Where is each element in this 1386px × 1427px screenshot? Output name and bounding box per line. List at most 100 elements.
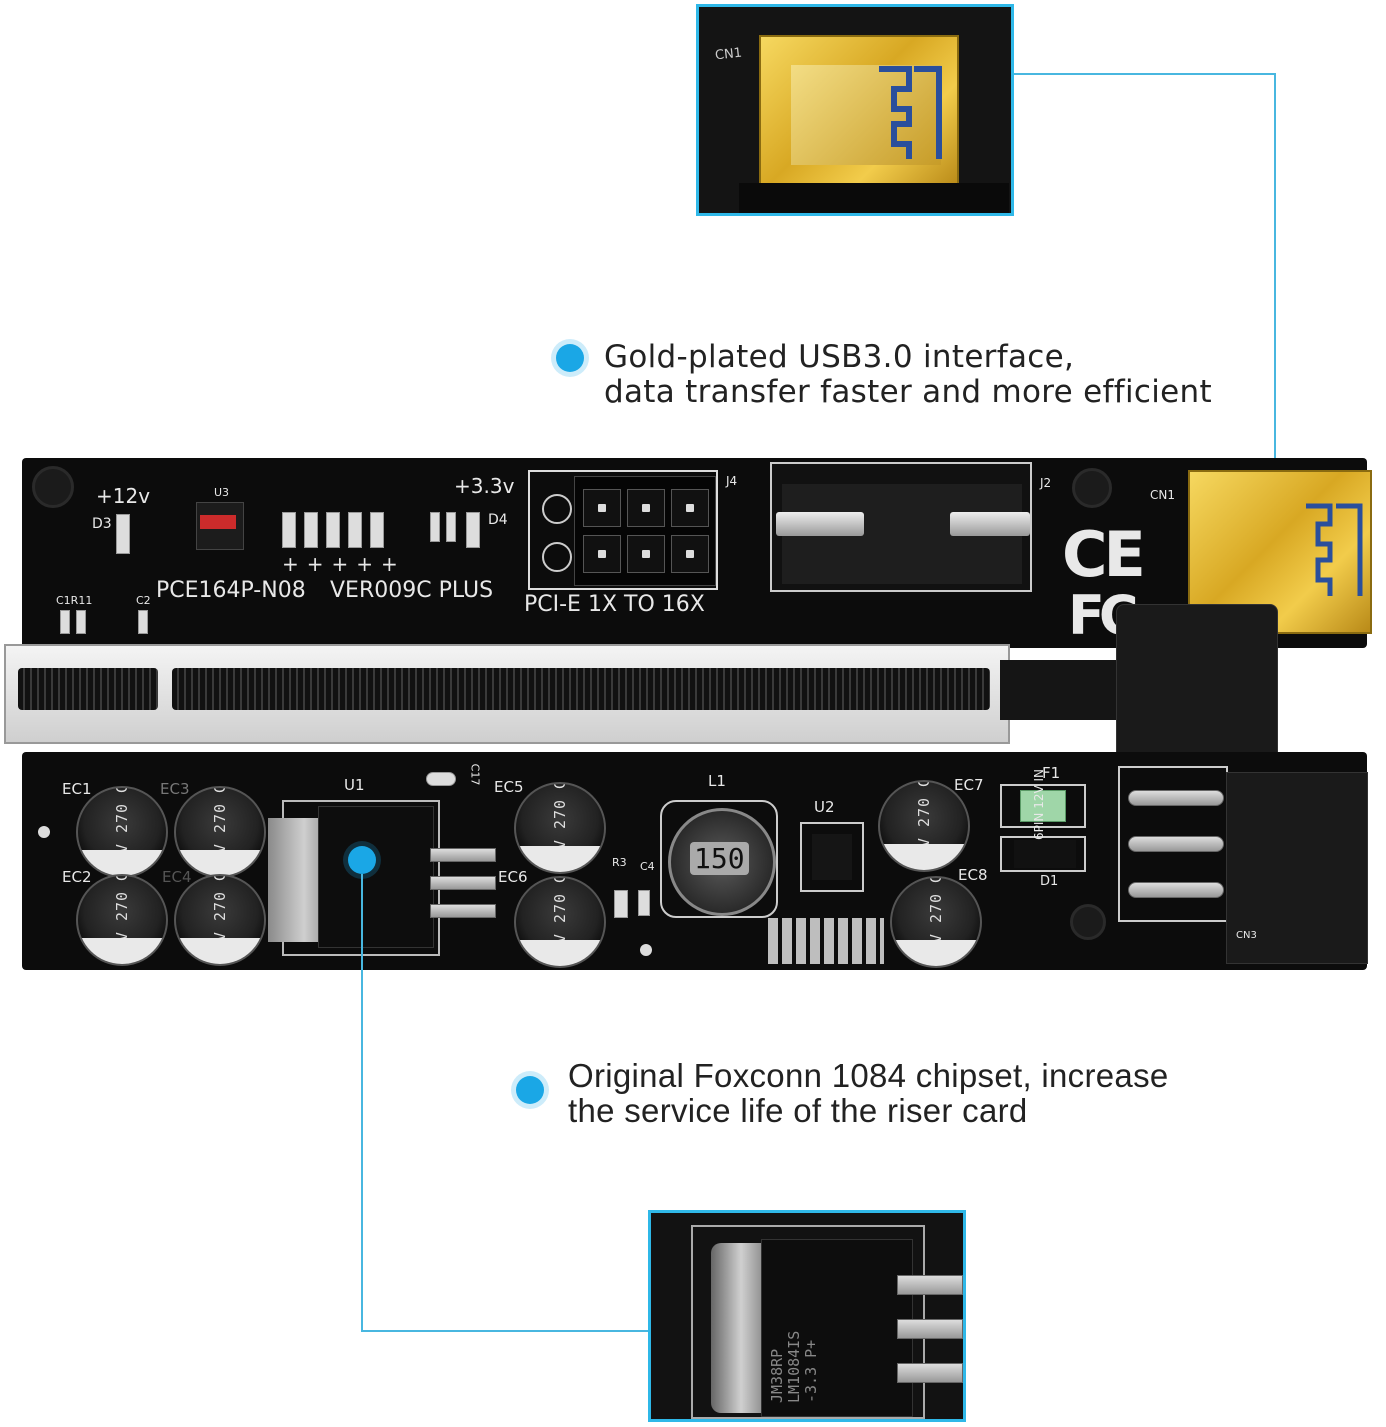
label-ec1: EC1 bbox=[62, 780, 92, 798]
label-f1: F1 bbox=[1042, 764, 1061, 782]
label-ec8: EC8 bbox=[958, 866, 988, 884]
label-u3: U3 bbox=[214, 486, 230, 499]
label-ec7: EC7 bbox=[954, 776, 984, 794]
inductor-l1 bbox=[668, 808, 776, 916]
chip-u2-body bbox=[812, 834, 852, 880]
chip-caption-bullet bbox=[516, 1076, 544, 1104]
usb-caption-bullet bbox=[556, 344, 584, 372]
cn3-pin bbox=[1128, 836, 1224, 852]
capacitor: 16V 270 GM bbox=[514, 876, 606, 968]
fuse-f1 bbox=[1020, 790, 1066, 822]
chip-caption-line1: Original Foxconn 1084 chipset, increase bbox=[568, 1057, 1169, 1094]
cap-c1 bbox=[60, 610, 70, 634]
label-d3: D3 bbox=[92, 516, 112, 532]
usb-caption-line1: Gold-plated USB3.0 interface, bbox=[604, 339, 1075, 375]
chip-lead bbox=[897, 1275, 963, 1295]
capacitor: 16V 270 GM bbox=[514, 782, 606, 874]
chip-leader-h bbox=[361, 1330, 651, 1332]
mount-post bbox=[542, 542, 572, 572]
usb-contact-pins-icon bbox=[879, 66, 942, 159]
mount-hole bbox=[1070, 904, 1106, 940]
label-u2: U2 bbox=[814, 798, 835, 816]
cn3-pin bbox=[1128, 790, 1224, 806]
chip-lead bbox=[897, 1319, 963, 1339]
usb-caption-line2: data transfer faster and more efficient bbox=[604, 374, 1212, 410]
chip-marking: JM38RP LM1084IS -3.3 P+ bbox=[768, 1330, 820, 1403]
usb-caption: Gold-plated USB3.0 interface, data trans… bbox=[604, 340, 1212, 410]
resistor-r3 bbox=[614, 890, 628, 918]
label-c2: C2 bbox=[136, 594, 151, 607]
molex-latch bbox=[776, 512, 864, 536]
chip-u2 bbox=[800, 822, 864, 892]
pin bbox=[627, 489, 665, 527]
chip-closeup-image: JM38RP LM1084IS -3.3 P+ bbox=[648, 1210, 966, 1422]
cn3-housing bbox=[1226, 772, 1368, 964]
capacitor: 16V 270 GM bbox=[174, 874, 266, 966]
usb-pins-board-icon bbox=[1306, 503, 1363, 596]
led bbox=[348, 512, 362, 548]
led-plus-row: +++++ bbox=[282, 552, 406, 576]
board-model-label: PCE164P-N08 bbox=[156, 578, 306, 603]
mount-hole bbox=[38, 826, 50, 838]
pcie-slot-opening-short bbox=[18, 668, 158, 710]
capacitor: 16V 270 GM bbox=[878, 780, 970, 872]
capacitor: 16V 270 GM bbox=[76, 786, 168, 878]
led bbox=[304, 512, 318, 548]
chip-marking-line2: LM1084IS bbox=[785, 1330, 803, 1403]
inductor-outline bbox=[660, 800, 778, 918]
diode-d4 bbox=[466, 512, 480, 548]
chip-body bbox=[761, 1239, 913, 1417]
pin bbox=[583, 535, 621, 573]
mount-hole bbox=[640, 944, 652, 956]
capacitor: 16V 270 GM bbox=[76, 874, 168, 966]
resistor bbox=[446, 512, 456, 542]
usb-closeup-image: CN1 bbox=[696, 4, 1014, 216]
chip-caption-line2: the service life of the riser card bbox=[568, 1092, 1028, 1129]
six-pin-housing bbox=[574, 476, 716, 586]
pin bbox=[583, 489, 621, 527]
label-c17: C17 bbox=[468, 763, 482, 786]
pcie-label: PCI-E 1X TO 16X bbox=[524, 592, 705, 617]
cap-c4 bbox=[638, 890, 650, 916]
capacitor: 16V 270 GM bbox=[174, 786, 266, 878]
resistor bbox=[430, 512, 440, 542]
pin bbox=[627, 535, 665, 573]
usb-leader-v bbox=[1274, 73, 1276, 543]
chip-leader-v bbox=[361, 874, 363, 1332]
cap-c2 bbox=[138, 610, 148, 634]
cap-r11 bbox=[76, 610, 86, 634]
pin bbox=[671, 489, 709, 527]
board-version-label: VER009C PLUS bbox=[330, 578, 494, 603]
mount-hole bbox=[32, 466, 74, 508]
led bbox=[282, 512, 296, 548]
regulator-lead bbox=[430, 876, 496, 890]
mount-post bbox=[542, 494, 572, 524]
label-ec6: EC6 bbox=[498, 868, 528, 886]
usb-leader-h bbox=[1014, 73, 1276, 75]
cn1-label: CN1 bbox=[714, 45, 743, 64]
usb-port-inner bbox=[791, 65, 941, 165]
label-u1: U1 bbox=[344, 776, 365, 794]
chip-marking-line1: JM38RP bbox=[768, 1348, 786, 1403]
label-6pin-12v: 6PIN 12V IN bbox=[1032, 768, 1046, 840]
label-ec3: EC3 bbox=[160, 780, 190, 798]
six-pin-connector bbox=[528, 470, 718, 590]
cn3-pin bbox=[1128, 882, 1224, 898]
chip-target-dot bbox=[348, 846, 376, 874]
label-33v: +3.3v bbox=[454, 474, 515, 498]
pcie-slot-opening-long bbox=[172, 668, 990, 710]
diode-d3 bbox=[116, 514, 130, 554]
cap-c17 bbox=[426, 772, 456, 786]
label-12v: +12v bbox=[96, 484, 151, 508]
label-d1: D1 bbox=[1040, 874, 1059, 889]
label-r3: R3 bbox=[612, 856, 627, 869]
label-c4: C4 bbox=[640, 860, 655, 873]
chip-u3-mark bbox=[200, 515, 236, 529]
label-cn1-board: CN1 bbox=[1150, 488, 1175, 502]
chip-lead bbox=[897, 1363, 963, 1383]
fuse-outline bbox=[1000, 784, 1086, 828]
chip-caption: Original Foxconn 1084 chipset, increase … bbox=[568, 1058, 1169, 1128]
regulator-lead bbox=[430, 904, 496, 918]
diode-d1 bbox=[1014, 840, 1076, 868]
chip-marking-line3: -3.3 P+ bbox=[802, 1339, 820, 1403]
